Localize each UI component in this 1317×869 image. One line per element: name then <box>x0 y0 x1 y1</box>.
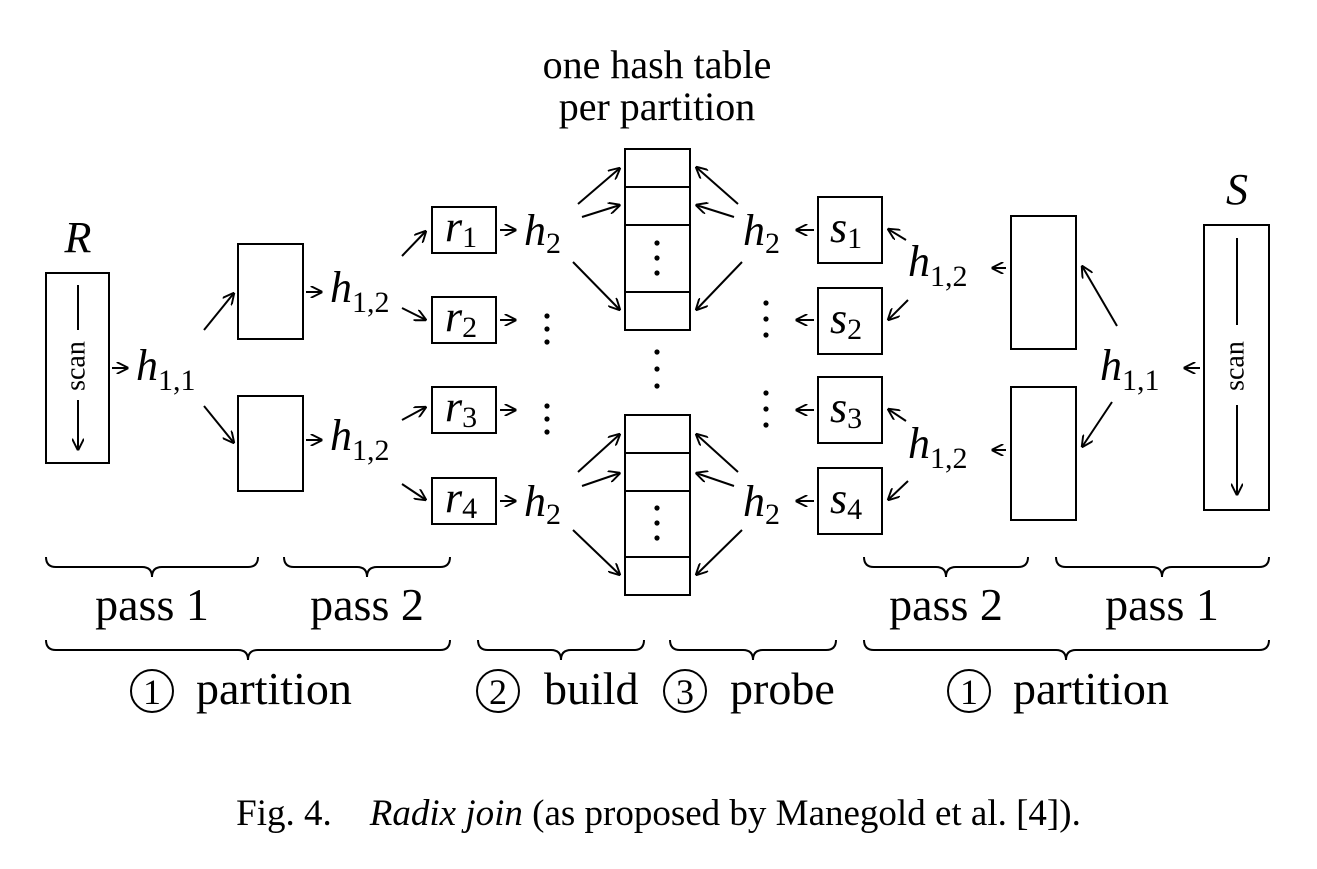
brace-pass2-right <box>863 556 1029 578</box>
arrow-h2-right-to-table1-c <box>696 261 743 310</box>
pass1-partition-box-top-right <box>1010 215 1077 350</box>
phase-label-probe: probe <box>730 663 835 714</box>
pass1-partition-box-top-left <box>237 243 304 340</box>
arrow-h2-right-to-table1-a <box>696 167 739 205</box>
arrow-h12-to-r1 <box>401 231 426 257</box>
vertical-dots-r3 <box>544 403 550 435</box>
caption-text: (as proposed by Manegold et al. [4]). <box>532 793 1081 834</box>
label-pass1-left: pass 1 <box>95 579 209 630</box>
partition-r3-box <box>431 386 497 434</box>
phase-number-build: 2 <box>489 672 507 712</box>
hash-table-2 <box>624 414 691 596</box>
arrow-h11-to-box-top-right <box>1082 266 1118 327</box>
vertical-dots-s2 <box>763 300 769 338</box>
phase-number-circle-partition-left <box>130 669 174 713</box>
phase-label-partition-right: partition <box>1013 663 1169 714</box>
hash-table-title-line2: per partition <box>559 84 756 129</box>
arrow-h11-to-box-bottom-left <box>203 405 234 443</box>
hash-h2-top-right: h2 <box>743 206 780 260</box>
relation-s-label: S <box>1226 165 1248 214</box>
phase-label-build: build <box>544 663 639 714</box>
arrow-h2-to-table2-b <box>581 473 620 487</box>
arrow-h11-to-box-top-left <box>203 293 234 331</box>
brace-pass2-left <box>283 556 451 578</box>
arrow-h2-to-table2-a <box>577 434 620 473</box>
partition-r1-label: r1 <box>445 202 477 254</box>
partition-r2-label: r2 <box>445 292 477 344</box>
hash-h12-bottom-right: h1,2 <box>908 419 968 475</box>
relation-r-scan-label: scan <box>60 341 91 391</box>
hash-h12-top-left: h1,2 <box>330 263 390 319</box>
hash-table-1 <box>624 148 691 331</box>
hash-h12-bottom-left: h1,2 <box>330 411 390 467</box>
arrow-h2-to-table1-c <box>572 261 620 310</box>
hash-table-title-line1: one hash table <box>543 42 772 87</box>
partition-r1-box <box>431 206 497 254</box>
arrow-h11-to-box-bottom-right <box>1082 401 1113 447</box>
vertical-dots-s3 <box>763 390 769 428</box>
arrow-h12-to-s4 <box>888 480 909 500</box>
partition-s2-box <box>817 287 883 355</box>
caption-title: Radix join <box>369 793 523 834</box>
partition-s2-label: s2 <box>830 294 862 346</box>
label-pass2-left: pass 2 <box>310 579 424 630</box>
partition-s4-label: s4 <box>830 474 862 526</box>
arrow-h2-right-to-table2-b <box>696 473 735 487</box>
phase-number-partition-left: 1 <box>143 672 161 712</box>
hash-h11-left: h1,1 <box>136 341 196 397</box>
partition-r4-box <box>431 477 497 525</box>
partition-s1-label: s1 <box>830 203 862 255</box>
label-pass1-right: pass 1 <box>1105 579 1219 630</box>
figure-caption: Fig. 4. Radix join (as proposed by Manego… <box>0 792 1317 835</box>
relation-s-scan-label: scan <box>1219 341 1250 391</box>
phase-number-partition-right: 1 <box>960 672 978 712</box>
partition-r2-box <box>431 296 497 344</box>
pass1-partition-box-bottom-left <box>237 395 304 492</box>
arrow-h12-to-s3 <box>888 409 907 422</box>
vertical-dots-between-tables <box>654 349 660 389</box>
partition-s1-box <box>817 196 883 264</box>
phase-number-circle-probe <box>663 669 707 713</box>
relation-r-box <box>45 272 110 464</box>
partition-r4-label: r4 <box>445 473 477 525</box>
arrow-h12-to-r3 <box>401 407 426 421</box>
brace-pass1-left <box>45 556 259 578</box>
arrow-h2-right-to-table2-a <box>696 434 739 473</box>
brace-pass1-right <box>1055 556 1270 578</box>
relation-s-box <box>1203 224 1270 511</box>
arrow-h12-to-r4 <box>401 483 426 500</box>
hash-h12-top-right: h1,2 <box>908 237 968 293</box>
partition-r3-label: r3 <box>445 382 477 434</box>
brace-partition-left <box>45 639 451 661</box>
brace-probe <box>669 639 837 661</box>
arrow-h2-to-table1-b <box>581 205 620 218</box>
arrow-h12-to-r2 <box>401 307 426 320</box>
partition-s3-label: s3 <box>830 383 862 435</box>
phase-number-circle-build <box>476 669 520 713</box>
hash-h2-top-left: h2 <box>524 206 561 260</box>
hash-h2-bottom-right: h2 <box>743 477 780 531</box>
partition-s3-box <box>817 376 883 444</box>
arrow-h12-to-s1 <box>888 229 907 241</box>
hash-h2-bottom-left: h2 <box>524 477 561 531</box>
arrow-h2-to-table2-c <box>572 529 620 575</box>
phase-number-circle-partition-right <box>947 669 991 713</box>
arrow-h2-to-table1-a <box>577 168 620 205</box>
caption-label: Fig. 4. <box>236 793 332 834</box>
phase-number-probe: 3 <box>676 672 694 712</box>
partition-s4-box <box>817 467 883 535</box>
brace-build <box>477 639 645 661</box>
arrow-h12-to-s2 <box>888 299 909 320</box>
relation-r-label: R <box>64 213 92 262</box>
arrow-h2-right-to-table2-c <box>696 529 743 575</box>
phase-label-partition-left: partition <box>196 663 352 714</box>
brace-partition-right <box>863 639 1270 661</box>
pass1-partition-box-bottom-right <box>1010 386 1077 521</box>
arrow-h2-right-to-table1-b <box>696 205 735 218</box>
hash-h11-right: h1,1 <box>1100 341 1160 397</box>
vertical-dots-r2 <box>544 313 550 345</box>
label-pass2-right: pass 2 <box>889 579 1003 630</box>
